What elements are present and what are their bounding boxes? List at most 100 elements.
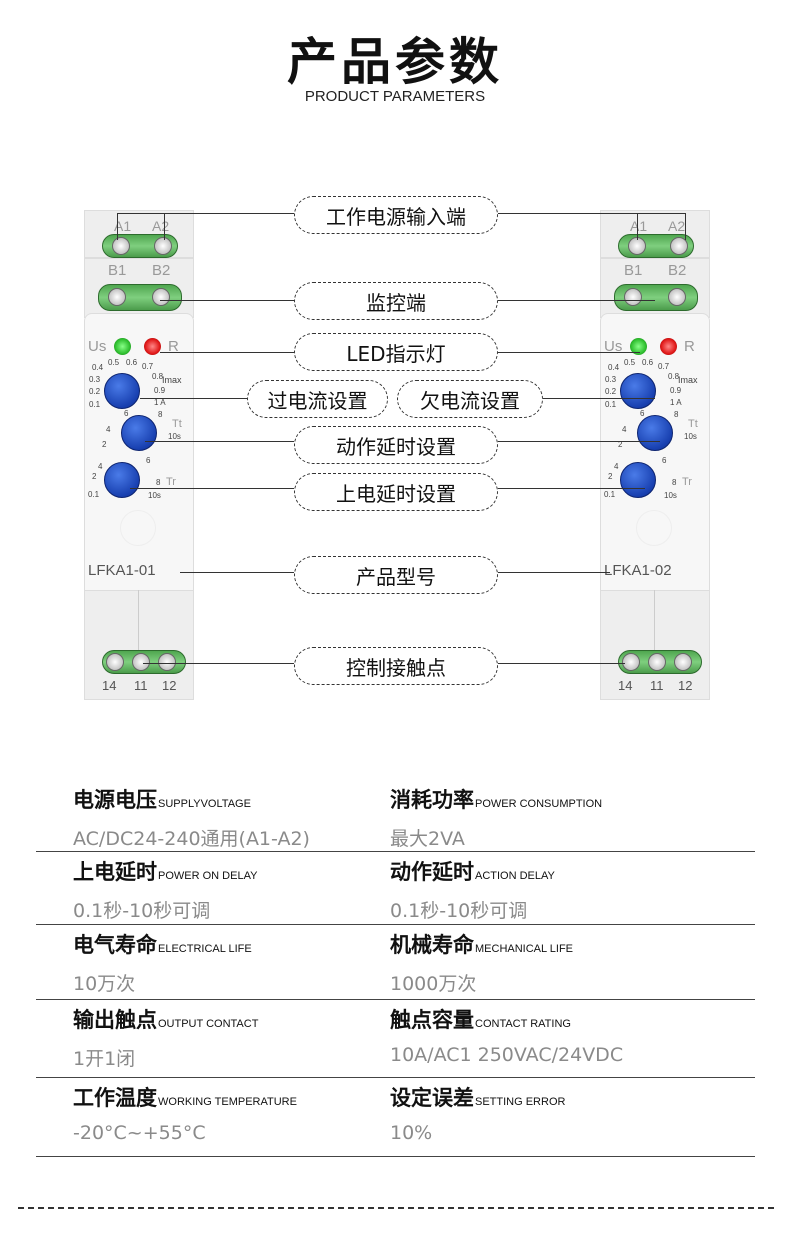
- screw-icon: [158, 653, 176, 671]
- callout-line: [685, 213, 687, 240]
- spec-label-zh: 电气寿命: [73, 933, 157, 957]
- dial-scale-label: 2: [92, 472, 97, 481]
- front-panel: [600, 313, 710, 593]
- spec-label-zh: 工作温度: [73, 1086, 157, 1110]
- terminal-label-12: 12: [162, 678, 177, 693]
- dial-scale-label: 0.6: [642, 358, 654, 367]
- panel-recess: [636, 510, 672, 546]
- dial-scale-label: 0.4: [92, 363, 104, 372]
- divider: [18, 1207, 774, 1209]
- screw-icon: [670, 237, 688, 255]
- label-r: R: [684, 338, 695, 355]
- spec-label-en: CONTACT RATING: [475, 1018, 571, 1030]
- spec-label: 电源电压SUPPLYVOLTAGE: [73, 784, 310, 814]
- spec-value: 10%: [390, 1122, 433, 1144]
- dial-scale-label: 6: [662, 456, 667, 465]
- dial-scale-label: 0.1: [89, 400, 101, 409]
- spec-label: 工作温度WORKING TEMPERATURE: [73, 1082, 297, 1112]
- dial-scale-label: 10s: [148, 491, 161, 500]
- callout-line: [543, 398, 655, 400]
- dial-scale-label: 0.3: [89, 375, 101, 384]
- dial-scale-label: 0.1: [604, 490, 616, 499]
- screw-icon: [648, 653, 666, 671]
- dial-scale-label: 4: [106, 425, 111, 434]
- dial-scale-label: 0.5: [624, 358, 636, 367]
- dial-scale-label: 0.8: [668, 372, 680, 381]
- spec-label-en: ELECTRICAL LIFE: [158, 943, 252, 955]
- dial-scale-label: 0.4: [608, 363, 620, 372]
- label-imax: Imax: [162, 375, 182, 385]
- callout-action-delay: 动作延时设置: [294, 426, 498, 464]
- spec-label: 消耗功率POWER CONSUMPTION: [390, 784, 602, 814]
- spec-label-zh: 电源电压: [73, 788, 157, 812]
- label-imax: Imax: [678, 375, 698, 385]
- screw-icon: [668, 288, 686, 306]
- dial-scale-label: 10s: [168, 432, 181, 441]
- model-label: LFKA1-01: [88, 562, 156, 579]
- callout-line: [117, 213, 294, 215]
- spec-label-zh: 消耗功率: [390, 788, 474, 812]
- label-r: R: [168, 338, 179, 355]
- spec-label: 输出触点OUTPUT CONTACT: [73, 1004, 258, 1034]
- spec-label-en: SUPPLYVOLTAGE: [158, 798, 251, 810]
- screw-icon: [624, 288, 642, 306]
- spec-label: 设定误差SETTING ERROR: [390, 1082, 565, 1112]
- spec-label: 电气寿命ELECTRICAL LIFE: [73, 929, 252, 959]
- spec-value: 10A/AC1 250VAC/24VDC: [390, 1044, 624, 1066]
- screw-icon: [112, 237, 130, 255]
- dial-scale-label: 10s: [664, 491, 677, 500]
- dial-scale-label: 6: [146, 456, 151, 465]
- dial-scale-label: 8: [674, 410, 679, 419]
- spec-value: 0.1秒-10秒可调: [73, 900, 211, 922]
- spec-row: 工作温度WORKING TEMPERATURE -20°C~+55°C 设定误差SE…: [36, 1078, 755, 1157]
- spec-cell: 工作温度WORKING TEMPERATURE -20°C~+55°C: [73, 1082, 297, 1144]
- screw-icon: [152, 288, 170, 306]
- dial-scale-label: 4: [98, 462, 103, 471]
- dial-scale-label: 0.9: [670, 386, 682, 395]
- screw-icon: [108, 288, 126, 306]
- terminal-label-11: 11: [650, 678, 664, 693]
- spec-cell: 动作延时ACTION DELAY 0.1秒-10秒可调: [390, 856, 555, 923]
- label-tr: Tr: [166, 476, 176, 488]
- label-tr: Tr: [682, 476, 692, 488]
- callout-line: [160, 300, 294, 302]
- dial-scale-label: 0.8: [152, 372, 164, 381]
- callout-line: [117, 213, 119, 240]
- spec-value: 最大2VA: [390, 828, 465, 850]
- spec-label-en: OUTPUT CONTACT: [158, 1018, 259, 1030]
- red-led-icon: [144, 338, 161, 355]
- screw-icon: [674, 653, 692, 671]
- spec-label-en: MECHANICAL LIFE: [475, 943, 574, 955]
- spec-value: -20°C~+55°C: [73, 1122, 206, 1144]
- spec-label: 动作延时ACTION DELAY: [390, 856, 555, 886]
- terminal-label-a1: A1: [630, 218, 648, 234]
- lower-body: [84, 590, 194, 700]
- dial-scale-label: 8: [672, 478, 677, 487]
- spec-label-zh: 触点容量: [390, 1008, 474, 1032]
- callout-line: [498, 352, 640, 354]
- dial-scale-label: 0.5: [108, 358, 120, 367]
- green-led-icon: [630, 338, 647, 355]
- lower-body: [600, 590, 710, 700]
- spec-cell: 消耗功率POWER CONSUMPTION 最大2VA: [390, 784, 602, 851]
- callout-line: [180, 572, 294, 574]
- label-us: Us: [88, 338, 107, 355]
- spec-value: 0.1秒-10秒可调: [390, 900, 528, 922]
- terminal-label-b2: B2: [668, 262, 687, 279]
- spec-label-zh: 机械寿命: [390, 933, 474, 957]
- rail-clip: [84, 590, 139, 650]
- spec-label-zh: 输出触点: [73, 1008, 157, 1032]
- callout-line: [140, 398, 247, 400]
- callout-under-current: 欠电流设置: [397, 380, 543, 418]
- screw-icon: [132, 653, 150, 671]
- action-delay-knob: [637, 415, 673, 451]
- page-subtitle: PRODUCT PARAMETERS: [304, 88, 486, 105]
- terminal-label-14: 14: [618, 678, 633, 693]
- action-delay-knob: [121, 415, 157, 451]
- spec-label: 上电延时POWER ON DELAY: [73, 856, 257, 886]
- spec-label-en: POWER CONSUMPTION: [475, 798, 603, 810]
